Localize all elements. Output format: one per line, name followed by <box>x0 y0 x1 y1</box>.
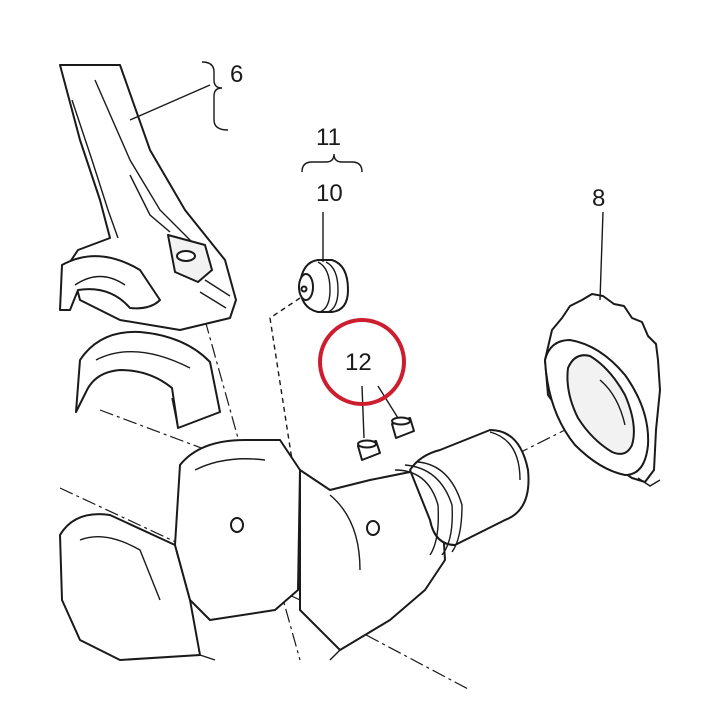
connecting-rod <box>59 64 237 331</box>
crankshaft <box>59 429 530 661</box>
callout-10: 10 <box>316 180 343 207</box>
plug <box>298 259 349 313</box>
leader-lines <box>129 84 604 439</box>
callout-11: 11 <box>316 124 341 151</box>
brace-11 <box>301 153 363 173</box>
callout-6: 6 <box>230 61 243 88</box>
plug-assembly-path <box>269 297 301 461</box>
callout-8: 8 <box>592 185 605 212</box>
pulse-wheel <box>544 293 661 487</box>
bearing-shell <box>75 330 221 429</box>
callout-12: 12 <box>345 349 372 376</box>
brace-6 <box>201 61 229 131</box>
dowel-pins <box>357 416 415 461</box>
dowel-highlight-ring <box>318 318 406 406</box>
